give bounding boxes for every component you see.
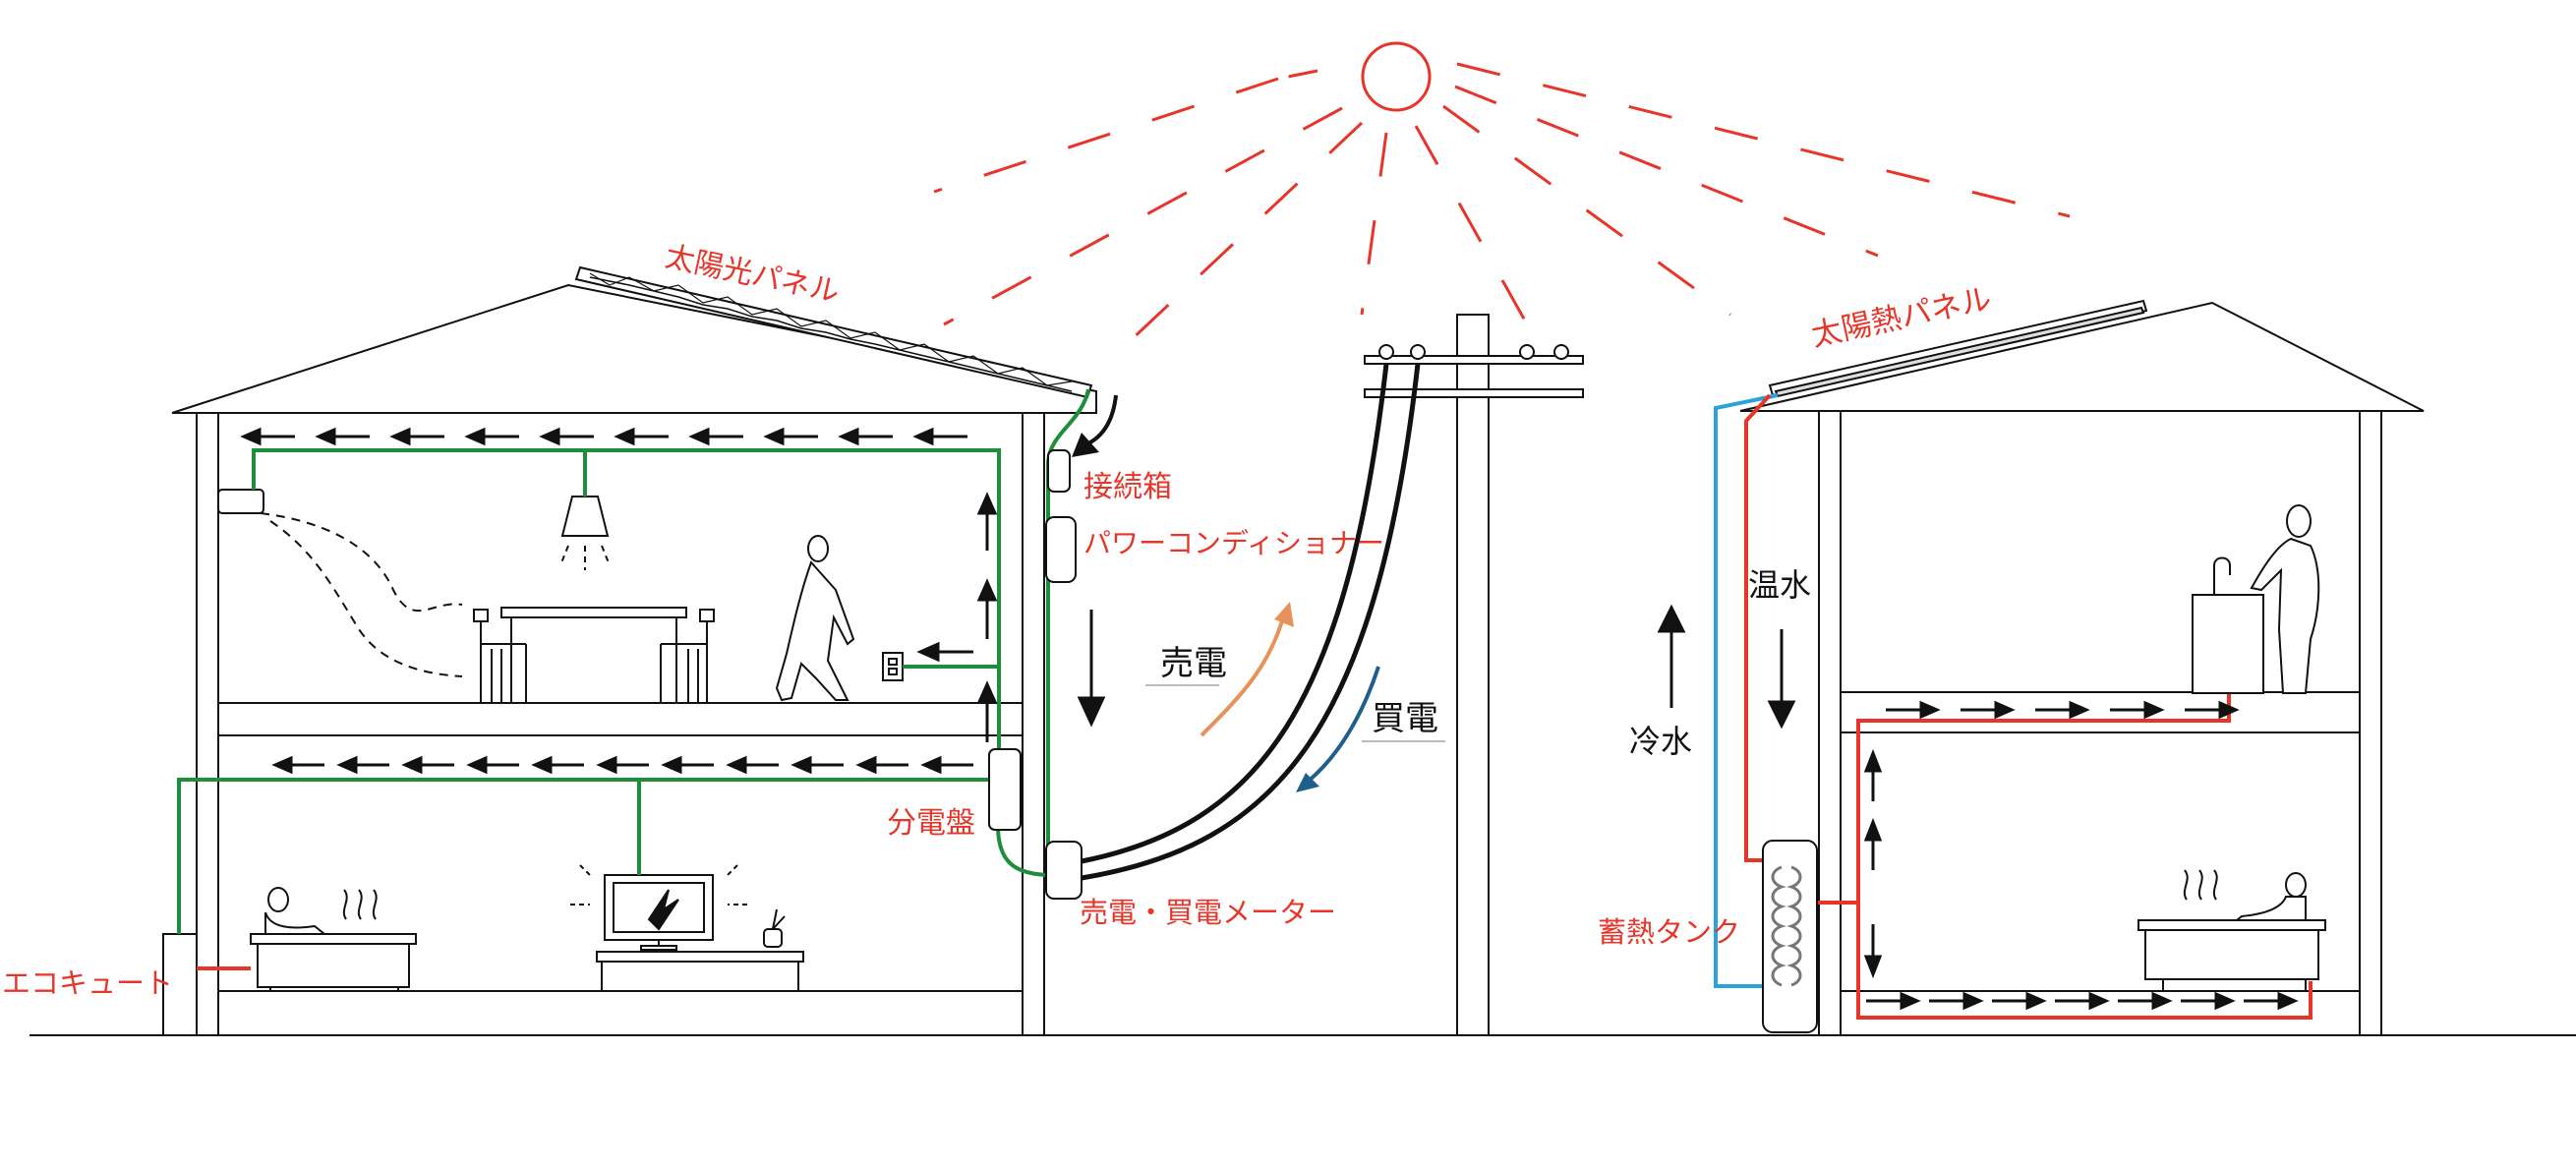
- buy-power-label: 買電: [1372, 699, 1438, 738]
- left-house: [171, 265, 1097, 1035]
- flow-arrow-head: [1919, 700, 1941, 720]
- flow-arrow-head: [2069, 700, 2090, 720]
- flow-arrow-head: [614, 427, 635, 446]
- flow-arrow-head: [1900, 991, 1921, 1011]
- meter-label: 売電・買電メーター: [1080, 896, 1336, 929]
- flow-arrow-head: [2088, 991, 2110, 1011]
- sink-icon: [2192, 556, 2264, 694]
- bathtub-icon: [2137, 869, 2326, 991]
- flow-arrow-head: [1962, 991, 1984, 1011]
- hot-water-label: 温水: [1748, 566, 1811, 604]
- ecocute-label: エコキュート: [2, 966, 173, 1000]
- ecocute-unit: [162, 933, 251, 1036]
- flow-arrow-head: [466, 755, 488, 775]
- distribution-board: [988, 748, 1022, 831]
- cold-water-pipe: [1714, 393, 1779, 988]
- flow-arrow-head: [531, 755, 553, 775]
- flow-arrow-head: [763, 427, 785, 446]
- flow-arrow-head: [2151, 991, 2173, 1011]
- table-icon: [500, 607, 687, 703]
- tv-icon: [570, 864, 804, 992]
- sell-arrow: [1200, 602, 1294, 737]
- green-wiring: [177, 388, 1090, 934]
- sell-power-label: 売電: [1160, 644, 1227, 683]
- person-walking-icon: [775, 535, 855, 702]
- power-conditioner: [1045, 516, 1077, 583]
- flow-arrow-head: [271, 755, 293, 775]
- outlet-icon: [882, 652, 904, 681]
- flow-arrow-head: [661, 755, 682, 775]
- flow-arrow-head: [401, 755, 423, 775]
- flow-arrow-head: [539, 427, 560, 446]
- flow-arrow-head: [2218, 700, 2240, 720]
- flow-arrow-head: [2025, 991, 2047, 1011]
- buy-arrow: [1296, 666, 1380, 792]
- flow-arrow-head: [838, 427, 859, 446]
- junction-box-label: 接続箱: [1083, 470, 1172, 504]
- flow-arrows-left: [240, 427, 1106, 775]
- heat-coil-icon: [1762, 840, 1818, 1033]
- flow-arrow-head: [920, 755, 942, 775]
- panel-to-box-arrow: [1072, 394, 1118, 457]
- flow-arrow-head: [790, 755, 812, 775]
- utility-pole-icon: [1364, 314, 1584, 1036]
- distribution-board-label: 分電盤: [887, 806, 975, 841]
- person-washing-icon: [2250, 504, 2320, 694]
- storage-tank-label: 蓄熱タンク: [1598, 915, 1740, 949]
- junction-box: [1047, 449, 1071, 493]
- air-conditioner-icon: [217, 489, 463, 677]
- power-conditioner-label: パワーコンディショナー: [1083, 527, 1384, 559]
- equipment-boxes: [988, 449, 1083, 900]
- flow-arrow-head: [2143, 700, 2165, 720]
- flow-arrow-head: [726, 755, 747, 775]
- flow-arrow-head: [688, 427, 710, 446]
- flow-arrow-head: [315, 427, 336, 446]
- flow-arrow-head: [389, 427, 411, 446]
- flow-arrow-head: [464, 427, 486, 446]
- flow-arrow-head: [1994, 700, 2016, 720]
- power-lines: [1081, 363, 1421, 881]
- flow-arrow-head: [855, 755, 877, 775]
- flow-arrow-head: [336, 755, 358, 775]
- hot-water-pipe: [1744, 393, 1772, 862]
- chair-icon: [473, 609, 715, 703]
- bathtub-icon: [250, 887, 417, 991]
- power-meter: [1045, 841, 1083, 900]
- flow-arrow-head: [912, 427, 934, 446]
- sun-icon: [933, 41, 2071, 361]
- flow-arrows-right: [1657, 604, 2299, 1011]
- flow-arrow-head: [2277, 991, 2299, 1011]
- flow-arrow-head: [240, 427, 262, 446]
- flow-arrow-head: [2214, 991, 2236, 1011]
- cold-water-label: 冷水: [1629, 723, 1692, 760]
- right-house: [1739, 301, 2425, 1035]
- solar-thermal-panel: [1768, 299, 2148, 398]
- flow-arrow-head: [596, 755, 617, 775]
